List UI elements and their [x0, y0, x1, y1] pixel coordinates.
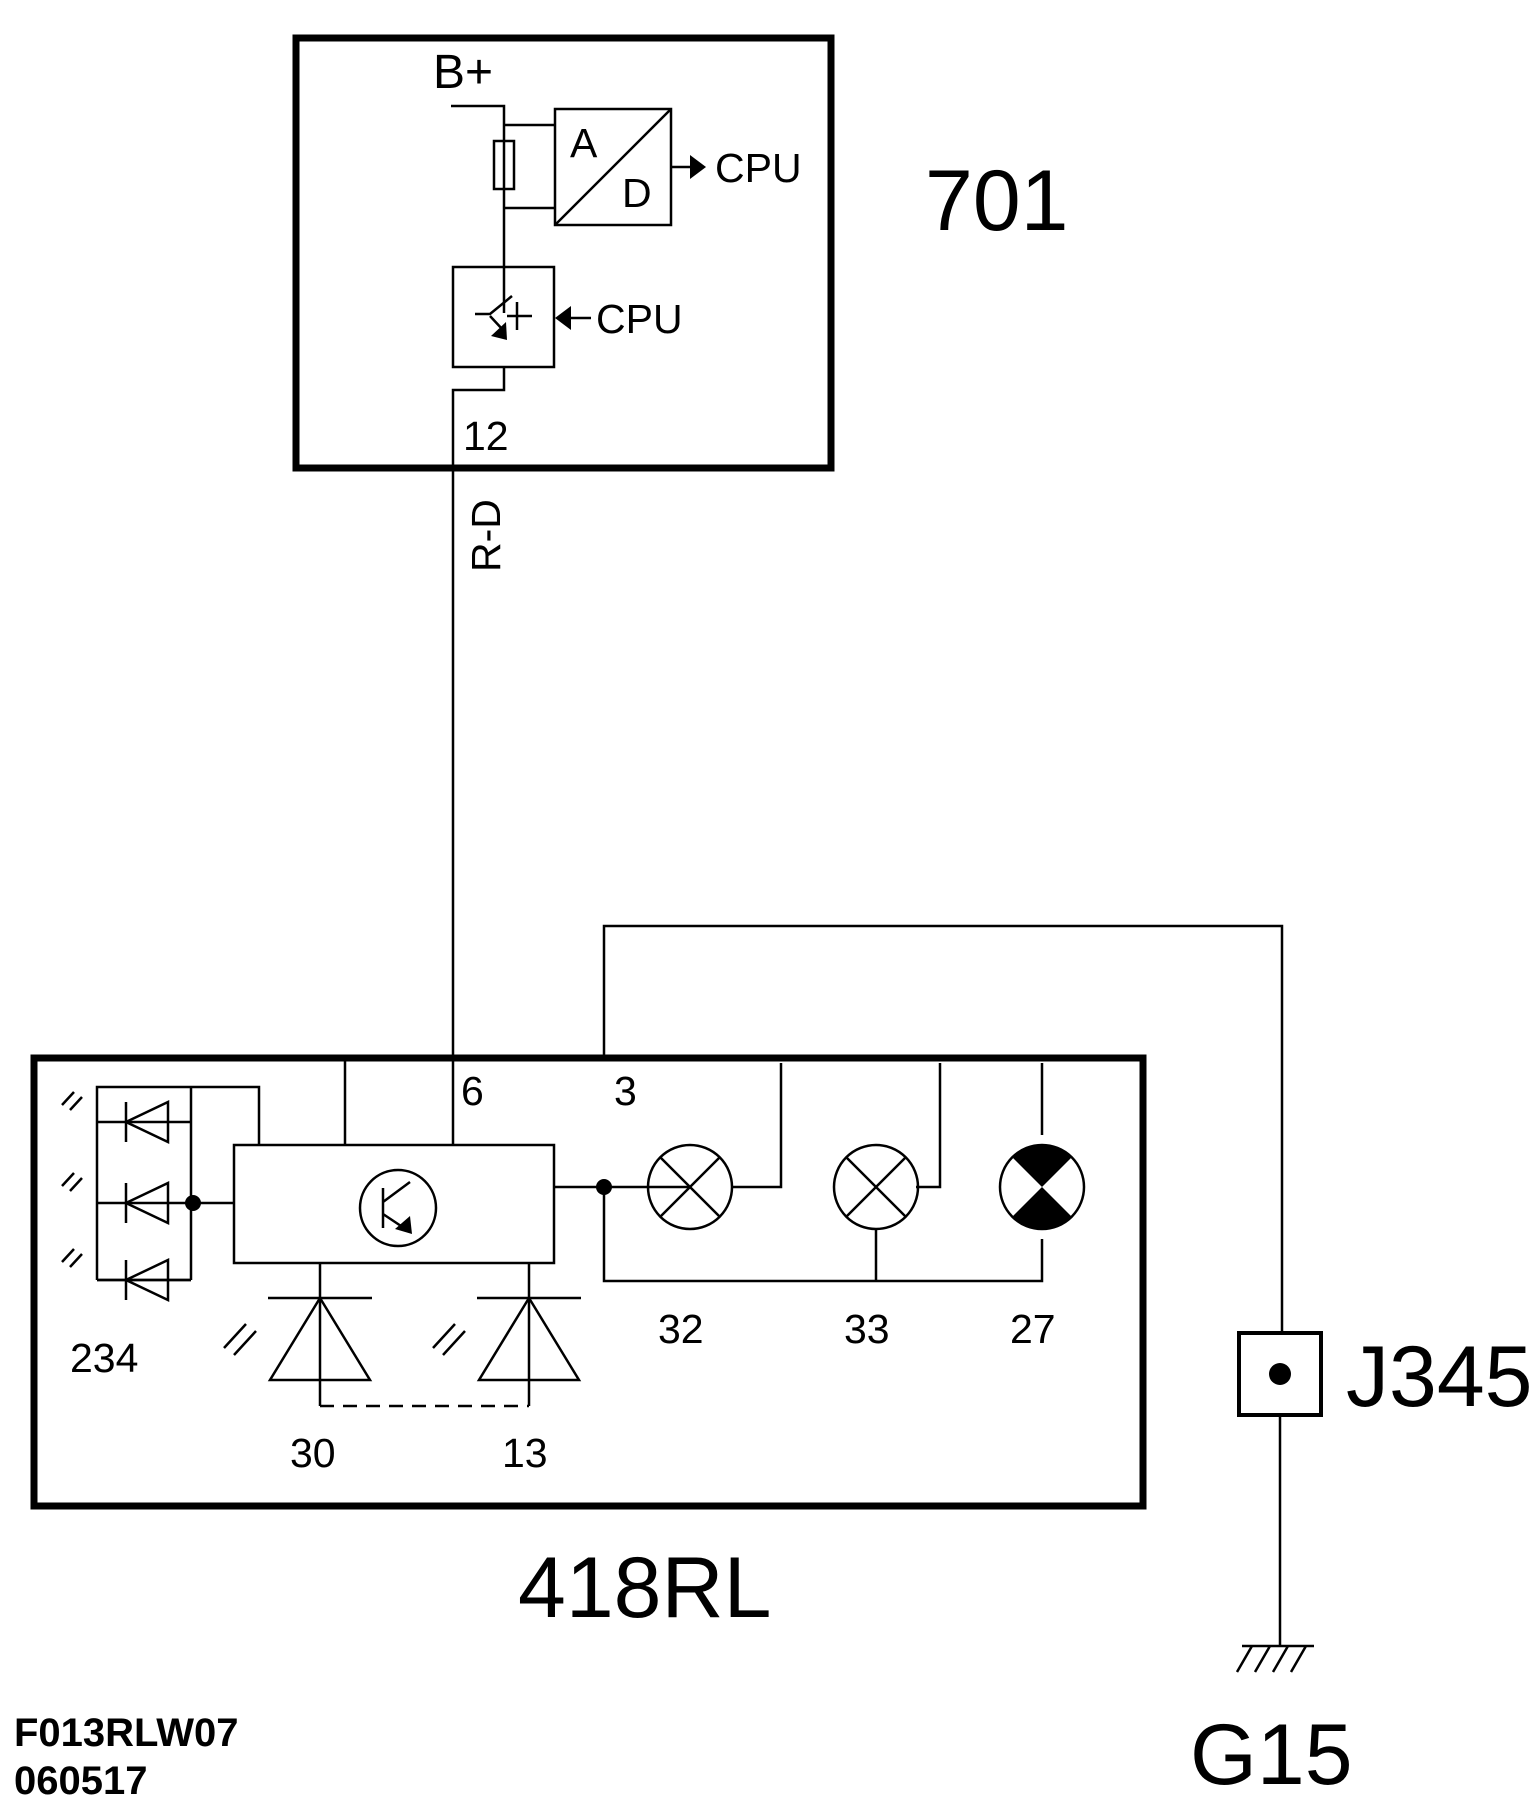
adc-cpu-label: CPU	[715, 145, 802, 191]
photodiode-13-label: 13	[502, 1430, 548, 1476]
lamp-cross	[845, 1156, 907, 1218]
lamp-32: 32	[646, 1143, 734, 1352]
ground-g15: G15	[1190, 1644, 1353, 1803]
ground-return-wire	[602, 924, 1284, 1333]
junction-dot	[185, 1195, 201, 1211]
module-418rl: 418RL 6 3	[30, 1054, 1147, 1636]
lamp-32-label: 32	[658, 1306, 704, 1352]
photodiode-13: 13	[432, 1263, 582, 1476]
led-string: 234	[61, 1087, 234, 1381]
diode-symbol	[123, 1181, 170, 1225]
light-rays-icon	[223, 1323, 257, 1356]
pin-3-label: 3	[614, 1068, 637, 1114]
adc-diagonal	[554, 108, 672, 226]
led-diode	[61, 1172, 191, 1225]
arrow-left-icon	[555, 306, 571, 330]
adc-output-label: D	[622, 170, 652, 216]
led-diode	[61, 1248, 191, 1302]
controller-supply-wires	[343, 1058, 455, 1145]
module-418rl-label: 418RL	[518, 1540, 771, 1636]
light-rays-icon	[432, 1323, 466, 1356]
module-701: 701 B+ A D CPU CPU 12	[292, 34, 1069, 472]
photodiode-symbol	[476, 1295, 582, 1382]
lamp-fill-bottom	[1012, 1187, 1072, 1230]
transistor-icon	[358, 1168, 438, 1248]
lamp-circuit-wires	[554, 1185, 1044, 1283]
connector-pin-dot	[1269, 1363, 1291, 1385]
lamp-cross	[659, 1156, 721, 1218]
light-rays-icon	[61, 1091, 83, 1111]
led-diode	[61, 1091, 191, 1144]
shunt-resistor	[492, 139, 516, 191]
lamp-bulb-icon	[832, 1143, 920, 1231]
diode-symbol	[123, 1258, 170, 1302]
lamp-fill-top	[1012, 1144, 1072, 1187]
pin-6-label: 6	[461, 1068, 484, 1114]
lamp-27: 27	[998, 1143, 1086, 1352]
supply-label: B+	[433, 46, 493, 99]
pin-12-label: 12	[463, 413, 509, 459]
photodiode-symbol	[267, 1295, 373, 1382]
led-string-label: 234	[70, 1335, 138, 1381]
module-418rl-frame	[30, 1054, 1147, 1510]
connector-j345: J345	[1237, 1329, 1533, 1425]
light-rays-icon	[61, 1248, 83, 1268]
diode-symbol	[123, 1100, 170, 1144]
arrow-right-icon	[690, 155, 706, 179]
lamp-33-label: 33	[844, 1306, 890, 1352]
lamp-feed-wires	[732, 1063, 1044, 1281]
led-anode-wire	[95, 1085, 261, 1280]
photodiode-30: 30	[223, 1263, 373, 1476]
lamp-27-label: 27	[1010, 1306, 1056, 1352]
adc-sense-wires	[504, 123, 555, 210]
switch-cpu-label: CPU	[596, 296, 683, 342]
wire-color-label: R-D	[463, 499, 509, 572]
drawing-date: 060517	[14, 1759, 147, 1803]
module-701-frame	[292, 34, 835, 472]
module-701-label: 701	[925, 153, 1069, 249]
transistor-arrow-icon	[395, 1216, 412, 1234]
transistor-arrow-icon	[491, 322, 507, 340]
adc-input-label: A	[570, 120, 598, 166]
connector-label: J345	[1346, 1329, 1533, 1425]
lamp-33: 33	[832, 1143, 920, 1352]
photodiode-30-label: 30	[290, 1430, 336, 1476]
supply-wire	[451, 104, 506, 313]
switch-contact-icon	[475, 295, 532, 318]
drawing-code: F013RLW07	[14, 1711, 239, 1755]
ground-symbol-icon	[1235, 1644, 1314, 1673]
lamp-bulb-icon	[646, 1143, 734, 1231]
junction-dot	[596, 1179, 612, 1195]
adc-block: A D	[553, 107, 673, 227]
ground-label: G15	[1190, 1707, 1353, 1803]
controller-block	[232, 1143, 556, 1265]
light-rays-icon	[61, 1172, 83, 1192]
switch-output-wire	[451, 367, 506, 468]
